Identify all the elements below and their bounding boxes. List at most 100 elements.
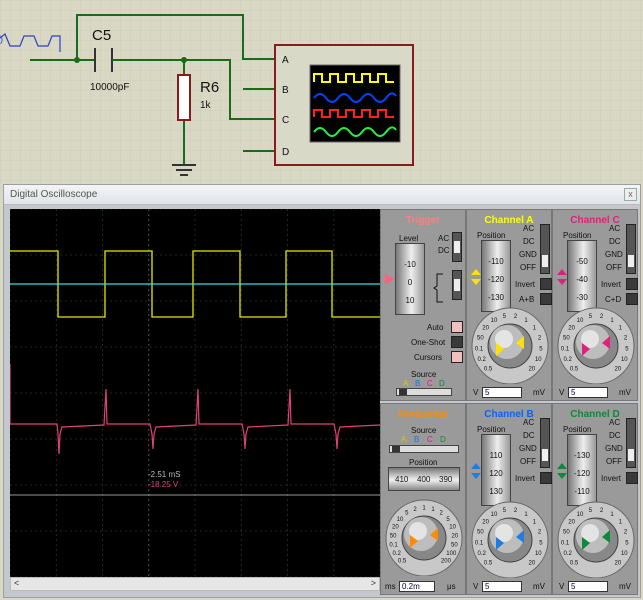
horizontal-source-b[interactable]: B xyxy=(414,435,420,444)
channel-d-position-label: Position xyxy=(563,425,592,434)
channel-d-unit-mv: mV xyxy=(619,582,631,591)
knob-tick-label: 10 xyxy=(535,357,542,363)
channel-b-mode-ac: AC xyxy=(523,418,535,427)
channel-c-panel: Channel C Position -50 -40 -30 AC DC GND… xyxy=(552,209,638,401)
horizontal-timebase-value[interactable]: 0.2m xyxy=(399,581,435,592)
knob-tick-label: 0.1 xyxy=(475,346,484,352)
knob-tick-label: 5 xyxy=(539,346,543,352)
knob-tick-label: 50 xyxy=(477,529,484,535)
channel-d-coupling-switch[interactable] xyxy=(626,418,636,468)
horizontal-source-c[interactable]: C xyxy=(427,435,433,444)
close-button[interactable]: x xyxy=(624,188,637,201)
channel-c-coupling-switch[interactable] xyxy=(626,224,636,274)
knob-tick-label: 0.5 xyxy=(484,560,493,566)
channel-b-mode-gnd: GND xyxy=(519,444,537,453)
screen-horizontal-scrollbar[interactable]: < > xyxy=(10,577,380,591)
horizontal-position-label: Position xyxy=(409,458,438,467)
knob-tick-label: 0.1 xyxy=(389,543,398,549)
trigger-edge-switch[interactable] xyxy=(452,270,462,300)
scope-input-a: A xyxy=(282,55,289,66)
trigger-source-b[interactable]: B xyxy=(415,379,421,388)
resistor-value: 1k xyxy=(200,100,212,111)
knob-tick-label: 2 xyxy=(538,335,542,341)
trigger-dc-label: DC xyxy=(438,246,450,255)
window-title: Digital Oscilloscope xyxy=(10,189,98,200)
channel-b-volts-value[interactable]: 5 xyxy=(482,581,522,592)
channel-a-title: Channel A xyxy=(484,215,534,226)
knob-tick-label: 20 xyxy=(615,366,622,372)
knob-tick-label: 1 xyxy=(533,519,537,525)
channel-a-combine-label: A+B xyxy=(519,295,535,304)
channel-c-volts-value[interactable]: 5 xyxy=(568,387,608,398)
pulse-generator-icon xyxy=(0,33,61,52)
scroll-left-icon[interactable]: < xyxy=(14,578,20,588)
horizontal-source-slider[interactable] xyxy=(389,445,459,453)
knob-tick-label: 0.5 xyxy=(570,366,579,372)
knob-tick-label: 5 xyxy=(589,508,593,514)
knob-tick-label: 2 xyxy=(514,314,518,320)
knob-tick-label: 0.1 xyxy=(561,540,570,546)
trigger-source-d[interactable]: D xyxy=(439,379,445,388)
channel-a-coupling-switch[interactable] xyxy=(540,224,550,274)
scope-screen[interactable]: -2.51 mS -18.25 V xyxy=(10,209,380,577)
horizontal-position-dial[interactable]: 410 400 390 xyxy=(388,467,460,491)
channel-a-combine-button[interactable] xyxy=(540,293,552,305)
channel-d-mode-dc: DC xyxy=(609,431,621,440)
knob-tick-label: 1 xyxy=(431,507,435,513)
channel-d-invert-button[interactable] xyxy=(626,472,638,484)
channel-b-position-dial[interactable]: 110 120 130 xyxy=(481,434,511,506)
channel-a-position-dial[interactable]: -110 -120 -130 xyxy=(481,240,511,312)
channel-a-mode-gnd: GND xyxy=(519,250,537,259)
knob-tick-label: 0.2 xyxy=(564,551,573,557)
knob-tick-label: 20 xyxy=(568,325,575,331)
channel-b-invert-button[interactable] xyxy=(540,472,552,484)
channel-c-unit-mv: mV xyxy=(619,388,631,397)
channel-c-combine-button[interactable] xyxy=(626,293,638,305)
trigger-source-slider[interactable] xyxy=(396,388,452,396)
channel-a-mode-ac: AC xyxy=(523,224,535,233)
trigger-cursors-label: Cursors xyxy=(414,353,443,362)
oscilloscope-symbol[interactable]: A B C D xyxy=(274,44,414,166)
channel-c-position-dial[interactable]: -50 -40 -30 xyxy=(567,240,597,312)
channel-d-volts-value[interactable]: 5 xyxy=(568,581,608,592)
channel-a-volts-value[interactable]: 5 xyxy=(482,387,522,398)
cursor-time-readout: -2.51 mS xyxy=(148,470,180,479)
knob-tick-label: 50 xyxy=(451,543,458,549)
trigger-coupling-switch[interactable] xyxy=(452,232,462,262)
capacitor-c5[interactable]: C5 10000pF xyxy=(90,27,129,93)
channel-a-invert-button[interactable] xyxy=(540,278,552,290)
horizontal-source-d[interactable]: D xyxy=(440,435,446,444)
knob-tick-label: 50 xyxy=(563,335,570,341)
channel-a-unit-mv: mV xyxy=(533,388,545,397)
trigger-cursors-button[interactable] xyxy=(451,351,463,363)
channel-d-position-dial[interactable]: -130 -120 -110 xyxy=(567,434,597,506)
ground-icon xyxy=(172,164,196,176)
wires xyxy=(30,14,275,165)
resistor-r6[interactable]: R6 1k xyxy=(177,74,219,121)
trigger-source-a[interactable]: A xyxy=(403,379,409,388)
trigger-oneshot-button[interactable] xyxy=(451,336,463,348)
trigger-level-dial[interactable]: -10 0 10 xyxy=(395,243,425,315)
trigger-source-c[interactable]: C xyxy=(427,379,433,388)
horizontal-source-label: Source xyxy=(411,426,437,435)
window-titlebar[interactable]: Digital Oscilloscope x xyxy=(4,185,640,205)
generator-label: ) xyxy=(0,34,3,44)
channel-a-panel: Channel A Position -110 -120 -130 AC DC … xyxy=(466,209,552,401)
knob-tick-label: 200 xyxy=(441,558,452,564)
channel-d-unit-v: V xyxy=(559,582,565,591)
channel-c-mode-gnd: GND xyxy=(605,250,623,259)
channel-d-title: Channel D xyxy=(570,409,620,420)
scroll-right-icon[interactable]: > xyxy=(370,578,376,588)
channel-b-coupling-switch[interactable] xyxy=(540,418,550,468)
channel-c-invert-button[interactable] xyxy=(626,278,638,290)
knob-tick-label: 0.2 xyxy=(564,357,573,363)
trigger-auto-button[interactable] xyxy=(451,321,463,333)
trigger-level-label: Level xyxy=(399,234,419,243)
knob-tick-label: 1 xyxy=(619,519,623,525)
horizontal-source-a[interactable]: A xyxy=(401,435,407,444)
